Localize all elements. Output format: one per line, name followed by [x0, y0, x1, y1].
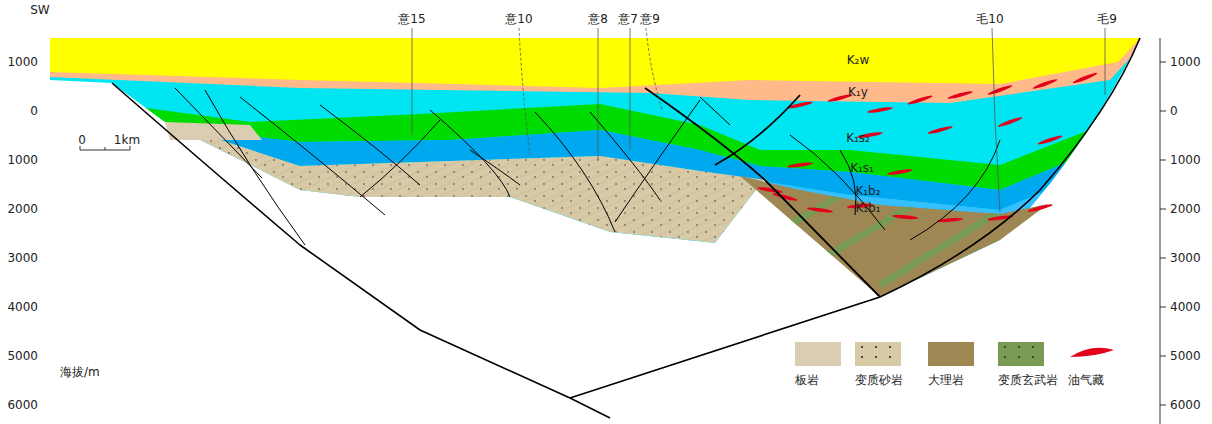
- elevation-tick: 3000: [1170, 252, 1201, 264]
- elevation-tick: 4000: [1170, 301, 1201, 313]
- oil-pools: [757, 71, 1098, 222]
- axis-title: 海拔/m: [60, 366, 100, 378]
- well-name: 意7: [618, 13, 638, 25]
- elevation-tick: 1000: [1170, 56, 1201, 68]
- well-name: 意8: [588, 13, 608, 25]
- vertical-axis: [1160, 38, 1166, 424]
- elevation-tick: 5000: [7, 350, 38, 362]
- elevation-tick: 1000: [7, 56, 38, 68]
- scale-text: 0: [78, 134, 86, 146]
- formation-label: K₁y: [848, 86, 868, 98]
- formation-label: K₂w: [847, 54, 870, 66]
- legend-swatch: [855, 342, 901, 366]
- well-name: 毛9: [1097, 13, 1117, 25]
- legend-text: 大理岩: [928, 372, 974, 389]
- legend-item: 变质玄武岩: [998, 342, 1058, 389]
- legend-text: 板岩: [795, 372, 841, 389]
- marble-basement: [740, 176, 1048, 297]
- elevation-tick: 1000: [7, 154, 38, 166]
- elevation-tick: 5000: [1170, 350, 1201, 362]
- legend-swatch: [795, 342, 841, 366]
- direction-label: SW: [30, 4, 49, 16]
- scale-bar: [80, 146, 130, 150]
- elevation-tick: 0: [1170, 105, 1178, 117]
- elevation-tick: 2000: [1170, 203, 1201, 215]
- oil-legend-sample: [1070, 348, 1114, 357]
- legend-swatch: [928, 342, 974, 366]
- formation-label: K₁s₁: [850, 162, 874, 174]
- elevation-tick: 4000: [7, 301, 38, 313]
- k1y-layer: [50, 38, 1140, 103]
- legend-item: 大理岩: [928, 342, 974, 389]
- well-name: 意15: [398, 13, 425, 25]
- well-name: 意9: [640, 13, 660, 25]
- scale-text: 1km: [114, 134, 140, 146]
- elevation-tick: 3000: [7, 252, 38, 264]
- legend-swatch: [998, 342, 1044, 366]
- slate-block: [165, 122, 262, 140]
- legend-item: 板岩: [795, 342, 841, 389]
- faults: [112, 38, 1140, 418]
- legend-item: 变质砂岩: [855, 342, 903, 389]
- k2w-layer: [50, 38, 1140, 88]
- formation-label: K₁b₁: [855, 202, 880, 214]
- elevation-tick: 1000: [1170, 154, 1201, 166]
- legend-text: 变质砂岩: [855, 372, 903, 389]
- legend-text: 变质玄武岩: [998, 372, 1058, 389]
- wells: [412, 28, 1105, 212]
- elevation-tick: 6000: [1170, 399, 1201, 411]
- legend-text: 油气藏: [1068, 372, 1114, 389]
- formation-label: K₁s₂: [846, 132, 870, 144]
- formation-label: K₁b₂: [855, 185, 880, 197]
- well-name: 意10: [505, 13, 532, 25]
- legend-item: 油气藏: [1068, 342, 1114, 389]
- elevation-tick: 0: [30, 105, 38, 117]
- well-name: 毛10: [976, 13, 1003, 25]
- elevation-tick: 6000: [7, 399, 38, 411]
- elevation-tick: 2000: [7, 203, 38, 215]
